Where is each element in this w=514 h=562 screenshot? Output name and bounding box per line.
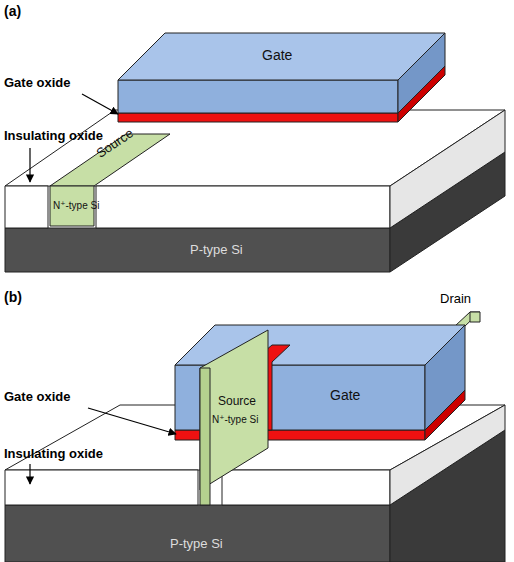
substrate-front [5,228,390,272]
part-label: P-type Si [190,243,243,257]
oxide-side [390,110,505,228]
gate-oxide [118,113,398,122]
leader-line [88,408,176,434]
panel-letter: (b) [4,290,22,305]
source-fin-front [200,368,210,505]
leader-line [29,464,30,484]
part-label: Drain [440,292,471,306]
part-label: Source [218,395,256,408]
drain-fin-end [470,312,480,322]
leader-line [29,148,30,182]
part-label: N⁺-type Si [53,200,99,211]
gate-front [118,80,398,113]
part-label: P-type Si [170,537,223,551]
part-label: Gate [330,388,360,403]
part-label: Insulating oxide [4,447,103,461]
part-label: Gate oxide [4,390,70,404]
panel-letter: (a) [4,4,21,19]
gate-top [118,33,445,80]
part-label: N⁺-type Si [212,414,258,425]
substrate-front [5,505,390,562]
oxide-front-left [5,186,48,228]
part-label: Insulating oxide [4,129,103,143]
oxide-front-right [222,470,390,505]
oxide-front-left [5,470,198,505]
part-label: Gate oxide [4,76,70,90]
oxide-front-right [96,186,390,228]
leader-line [82,94,118,114]
part-label: Gate [262,48,292,63]
